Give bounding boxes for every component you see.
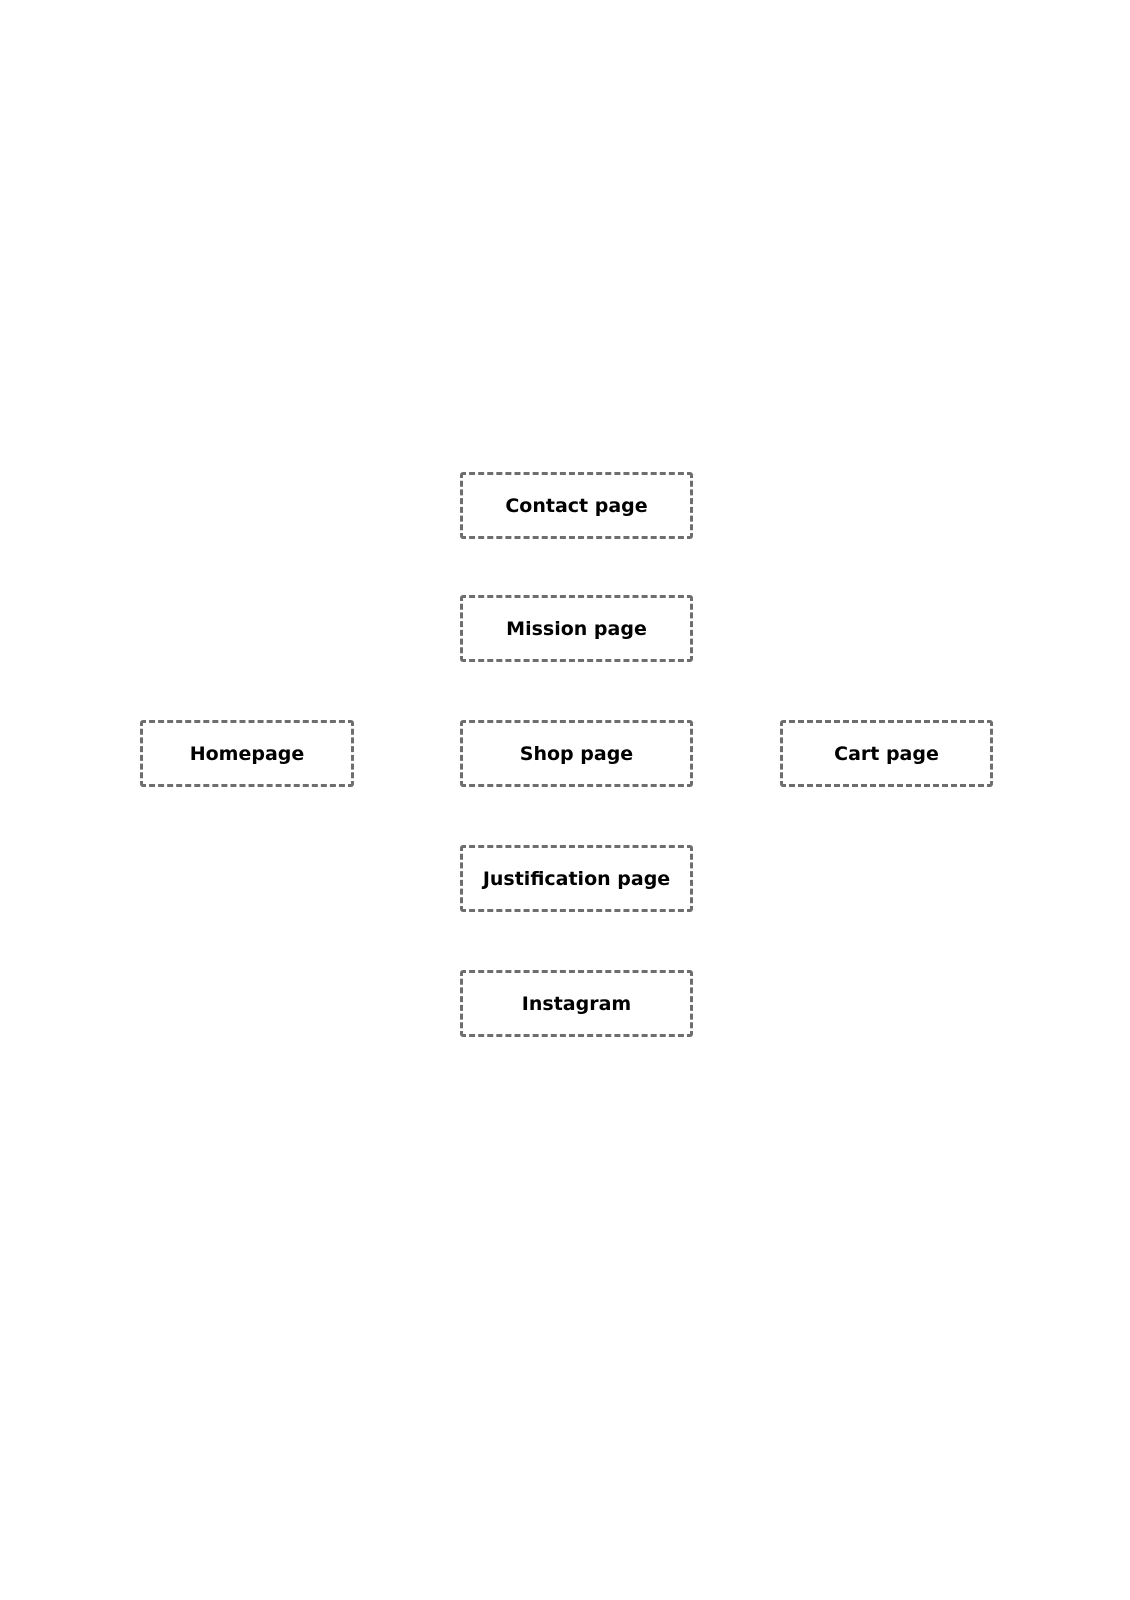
node-label-contact-page: Contact page	[505, 494, 648, 517]
node-label-justification-page: Justification page	[482, 867, 671, 890]
node-cart-page: Cart page	[780, 720, 993, 787]
node-label-mission-page: Mission page	[506, 617, 647, 640]
node-label-shop-page: Shop page	[519, 742, 634, 765]
node-mission-page: Mission page	[460, 595, 693, 662]
node-shop-page: Shop page	[460, 720, 693, 787]
node-instagram: Instagram	[460, 970, 693, 1037]
node-label-homepage: Homepage	[189, 742, 305, 765]
node-label-cart-page: Cart page	[834, 742, 939, 765]
node-label-instagram: Instagram	[521, 992, 632, 1015]
node-contact-page: Contact page	[460, 472, 693, 539]
node-justification-page: Justification page	[460, 845, 693, 912]
node-homepage: Homepage	[140, 720, 354, 787]
